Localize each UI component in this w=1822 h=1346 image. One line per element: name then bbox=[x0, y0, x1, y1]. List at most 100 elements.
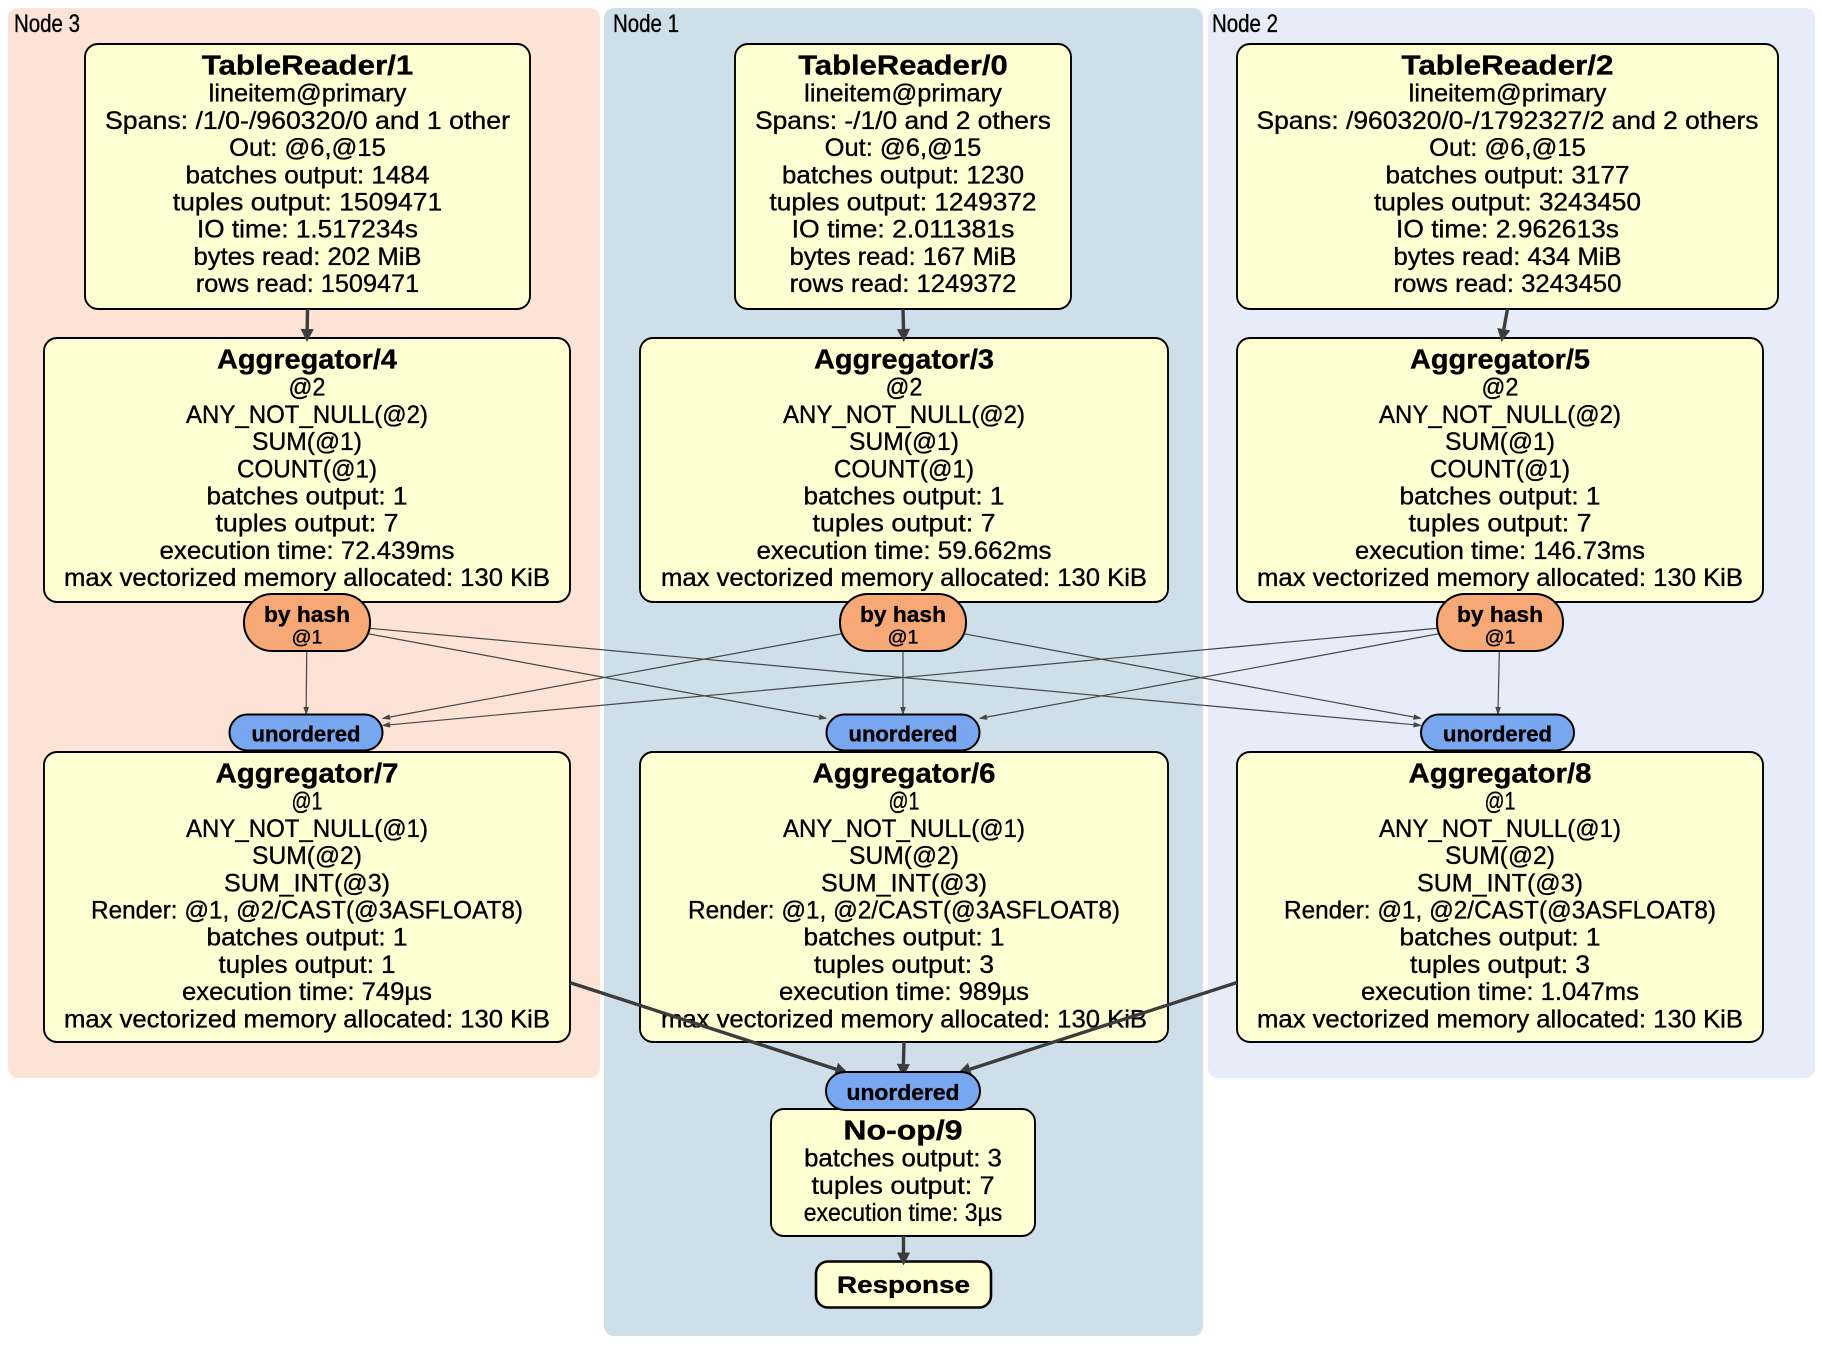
svg-text:Render: @1, @2/CAST(@3ASFLOAT8: Render: @1, @2/CAST(@3ASFLOAT8) bbox=[1284, 897, 1716, 925]
svg-text:batches output: 1484: batches output: 1484 bbox=[186, 161, 430, 189]
svg-text:@1: @1 bbox=[1485, 627, 1516, 649]
svg-text:batches output: 1: batches output: 1 bbox=[1400, 924, 1601, 952]
svg-text:ANY_NOT_NULL(@2): ANY_NOT_NULL(@2) bbox=[186, 401, 428, 429]
svg-text:Out: @6,@15: Out: @6,@15 bbox=[229, 134, 386, 162]
svg-text:Render: @1, @2/CAST(@3ASFLOAT8: Render: @1, @2/CAST(@3ASFLOAT8) bbox=[91, 897, 523, 925]
svg-text:Aggregator/7: Aggregator/7 bbox=[216, 758, 399, 789]
svg-text:batches output: 1: batches output: 1 bbox=[804, 483, 1005, 511]
svg-text:SUM(@2): SUM(@2) bbox=[252, 842, 362, 870]
svg-text:execution time: 59.662ms: execution time: 59.662ms bbox=[757, 537, 1052, 565]
svg-text:ANY_NOT_NULL(@2): ANY_NOT_NULL(@2) bbox=[1379, 401, 1621, 429]
svg-text:SUM(@1): SUM(@1) bbox=[849, 428, 959, 456]
svg-text:unordered: unordered bbox=[849, 722, 958, 747]
svg-text:max vectorized memory allocate: max vectorized memory allocated: 130 KiB bbox=[1257, 1005, 1743, 1033]
svg-text:lineitem@primary: lineitem@primary bbox=[804, 80, 1002, 108]
svg-text:No-op/9: No-op/9 bbox=[843, 1115, 962, 1146]
svg-text:SUM_INT(@3): SUM_INT(@3) bbox=[1417, 869, 1583, 897]
svg-text:ANY_NOT_NULL(@1): ANY_NOT_NULL(@1) bbox=[783, 815, 1025, 843]
svg-text:lineitem@primary: lineitem@primary bbox=[209, 80, 407, 108]
svg-text:tuples output: 7: tuples output: 7 bbox=[812, 1172, 995, 1200]
svg-text:tuples output: 3: tuples output: 3 bbox=[1410, 951, 1590, 979]
svg-text:SUM_INT(@3): SUM_INT(@3) bbox=[224, 869, 390, 897]
svg-text:tuples output: 1249372: tuples output: 1249372 bbox=[770, 189, 1037, 217]
svg-text:execution time: 146.73ms: execution time: 146.73ms bbox=[1355, 537, 1645, 565]
svg-text:SUM(@2): SUM(@2) bbox=[1445, 842, 1555, 870]
svg-text:@1: @1 bbox=[292, 788, 323, 816]
svg-text:SUM_INT(@3): SUM_INT(@3) bbox=[821, 869, 987, 897]
svg-text:lineitem@primary: lineitem@primary bbox=[1409, 80, 1607, 108]
svg-text:rows read: 1509471: rows read: 1509471 bbox=[196, 270, 419, 298]
svg-text:Out: @6,@15: Out: @6,@15 bbox=[825, 134, 982, 162]
svg-text:unordered: unordered bbox=[847, 1080, 960, 1105]
svg-text:Aggregator/3: Aggregator/3 bbox=[814, 344, 994, 375]
svg-text:ANY_NOT_NULL(@2): ANY_NOT_NULL(@2) bbox=[783, 401, 1025, 429]
svg-text:by hash: by hash bbox=[264, 602, 350, 627]
svg-text:batches output: 1: batches output: 1 bbox=[804, 924, 1005, 952]
svg-text:Out: @6,@15: Out: @6,@15 bbox=[1429, 134, 1586, 162]
svg-text:tuples output: 3: tuples output: 3 bbox=[814, 951, 994, 979]
svg-text:Aggregator/5: Aggregator/5 bbox=[1410, 344, 1590, 375]
svg-text:batches output: 1230: batches output: 1230 bbox=[782, 161, 1024, 189]
svg-text:execution time: 1.047ms: execution time: 1.047ms bbox=[1361, 978, 1639, 1006]
svg-text:@2: @2 bbox=[1482, 374, 1519, 402]
svg-text:unordered: unordered bbox=[1443, 722, 1552, 747]
svg-text:Response: Response bbox=[837, 1272, 970, 1299]
svg-text:TableReader/1: TableReader/1 bbox=[202, 50, 414, 81]
svg-text:batches output: 3177: batches output: 3177 bbox=[1386, 161, 1630, 189]
svg-text:execution time: 749µs: execution time: 749µs bbox=[182, 978, 432, 1006]
svg-text:@2: @2 bbox=[886, 374, 923, 402]
svg-text:@1: @1 bbox=[292, 627, 323, 649]
svg-text:@1: @1 bbox=[1485, 788, 1516, 816]
svg-text:unordered: unordered bbox=[252, 722, 361, 747]
svg-text:bytes read: 167 MiB: bytes read: 167 MiB bbox=[790, 243, 1017, 271]
svg-text:tuples output: 3243450: tuples output: 3243450 bbox=[1374, 189, 1641, 217]
svg-text:max vectorized memory allocate: max vectorized memory allocated: 130 KiB bbox=[64, 564, 550, 592]
svg-text:execution time: 3µs: execution time: 3µs bbox=[804, 1199, 1003, 1227]
svg-text:batches output: 1: batches output: 1 bbox=[207, 483, 408, 511]
svg-text:Spans: -/1/0 and 2 others: Spans: -/1/0 and 2 others bbox=[755, 107, 1051, 135]
svg-text:batches output: 1: batches output: 1 bbox=[207, 924, 408, 952]
svg-text:ANY_NOT_NULL(@1): ANY_NOT_NULL(@1) bbox=[1379, 815, 1621, 843]
svg-text:IO time: 1.517234s: IO time: 1.517234s bbox=[197, 216, 418, 244]
svg-text:ANY_NOT_NULL(@1): ANY_NOT_NULL(@1) bbox=[186, 815, 428, 843]
svg-text:max vectorized memory allocate: max vectorized memory allocated: 130 KiB bbox=[1257, 564, 1743, 592]
svg-text:by hash: by hash bbox=[860, 602, 946, 627]
svg-text:IO time: 2.962613s: IO time: 2.962613s bbox=[1396, 216, 1619, 244]
svg-text:batches output: 3: batches output: 3 bbox=[804, 1145, 1002, 1173]
svg-text:max vectorized memory allocate: max vectorized memory allocated: 130 KiB bbox=[661, 1005, 1147, 1033]
svg-text:SUM(@1): SUM(@1) bbox=[252, 428, 362, 456]
svg-text:bytes read: 202 MiB: bytes read: 202 MiB bbox=[194, 243, 422, 271]
svg-text:by hash: by hash bbox=[1457, 602, 1543, 627]
svg-text:execution time: 989µs: execution time: 989µs bbox=[779, 978, 1029, 1006]
svg-text:tuples output: 7: tuples output: 7 bbox=[1409, 510, 1592, 538]
svg-text:@1: @1 bbox=[888, 627, 919, 649]
svg-text:max vectorized memory allocate: max vectorized memory allocated: 130 KiB bbox=[64, 1005, 550, 1033]
svg-text:Aggregator/8: Aggregator/8 bbox=[1409, 758, 1592, 789]
svg-text:TableReader/2: TableReader/2 bbox=[1402, 50, 1614, 81]
svg-text:Render: @1, @2/CAST(@3ASFLOAT8: Render: @1, @2/CAST(@3ASFLOAT8) bbox=[688, 897, 1120, 925]
svg-text:Node 2: Node 2 bbox=[1212, 10, 1278, 38]
svg-text:COUNT(@1): COUNT(@1) bbox=[1430, 455, 1570, 483]
svg-text:batches output: 1: batches output: 1 bbox=[1400, 483, 1601, 511]
svg-text:tuples output: 7: tuples output: 7 bbox=[813, 510, 996, 538]
svg-text:execution time: 72.439ms: execution time: 72.439ms bbox=[160, 537, 455, 565]
svg-text:tuples output: 7: tuples output: 7 bbox=[216, 510, 399, 538]
svg-text:tuples output: 1: tuples output: 1 bbox=[219, 951, 396, 979]
svg-text:bytes read: 434 MiB: bytes read: 434 MiB bbox=[1394, 243, 1622, 271]
svg-text:tuples output: 1509471: tuples output: 1509471 bbox=[173, 189, 443, 217]
svg-text:@1: @1 bbox=[889, 788, 920, 816]
svg-text:COUNT(@1): COUNT(@1) bbox=[834, 455, 974, 483]
svg-text:rows read: 1249372: rows read: 1249372 bbox=[790, 270, 1017, 298]
svg-text:Aggregator/6: Aggregator/6 bbox=[813, 758, 996, 789]
svg-text:SUM(@2): SUM(@2) bbox=[849, 842, 959, 870]
svg-text:@2: @2 bbox=[289, 374, 326, 402]
svg-text:IO time: 2.011381s: IO time: 2.011381s bbox=[792, 216, 1015, 244]
svg-text:rows read: 3243450: rows read: 3243450 bbox=[1394, 270, 1622, 298]
svg-text:Node 3: Node 3 bbox=[14, 10, 80, 38]
svg-text:TableReader/0: TableReader/0 bbox=[798, 50, 1007, 81]
svg-text:Aggregator/4: Aggregator/4 bbox=[217, 344, 397, 375]
svg-text:Spans: /1/0-/960320/0 and 1 ot: Spans: /1/0-/960320/0 and 1 other bbox=[105, 107, 510, 135]
svg-text:Node 1: Node 1 bbox=[613, 10, 679, 38]
svg-text:max vectorized memory allocate: max vectorized memory allocated: 130 KiB bbox=[661, 564, 1147, 592]
svg-text:Spans: /960320/0-/1792327/2 an: Spans: /960320/0-/1792327/2 and 2 others bbox=[1257, 107, 1759, 135]
